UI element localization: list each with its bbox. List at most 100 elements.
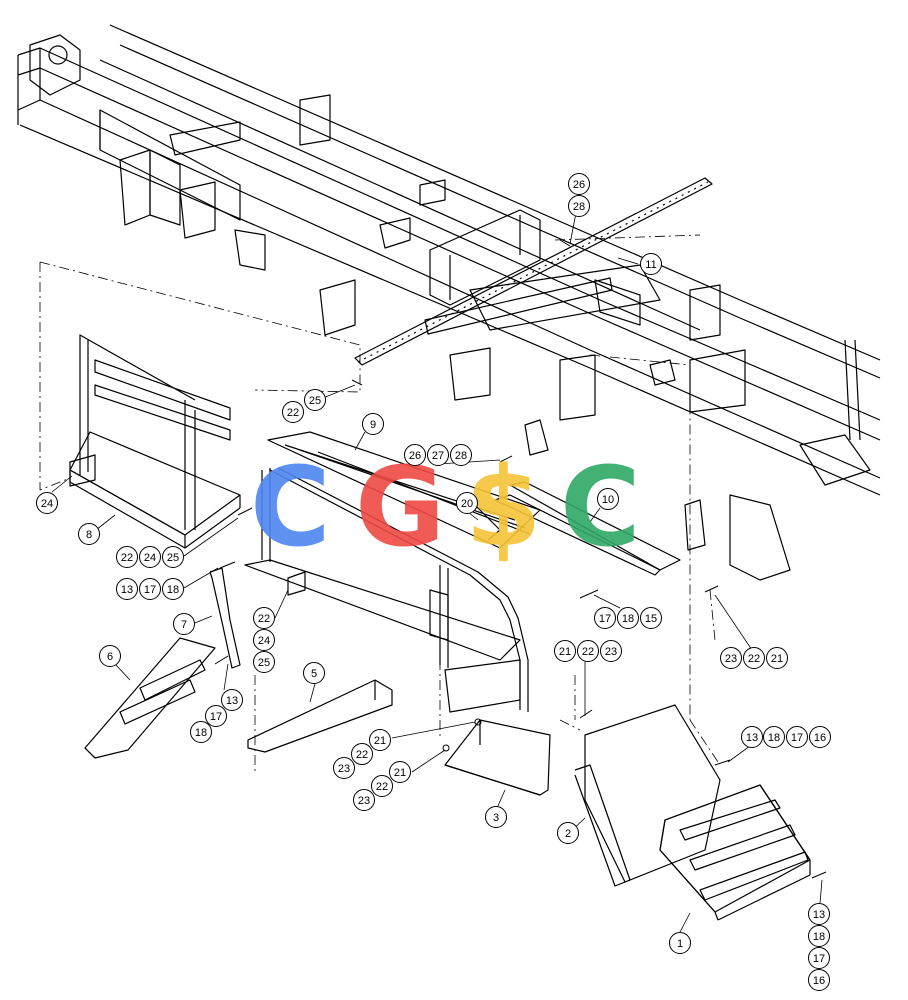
callout-label: 20 bbox=[461, 498, 473, 510]
callout-circle bbox=[139, 546, 161, 568]
callout-24: 24 bbox=[139, 546, 161, 568]
callout-circle bbox=[221, 689, 243, 711]
callout-21: 21 bbox=[766, 647, 788, 669]
callout-20: 20 bbox=[456, 492, 478, 514]
callout-label: 18 bbox=[813, 931, 825, 943]
callout-circle bbox=[808, 903, 830, 925]
callout-13: 13 bbox=[116, 578, 138, 600]
callout-16: 16 bbox=[809, 726, 831, 748]
callout-21: 21 bbox=[389, 761, 411, 783]
callout-27: 27 bbox=[427, 444, 449, 466]
callout-circle bbox=[808, 969, 830, 991]
callout-circle bbox=[450, 444, 472, 466]
callout-label: 11 bbox=[645, 259, 656, 271]
callout-circle bbox=[808, 947, 830, 969]
callout-label: 22 bbox=[582, 646, 594, 658]
callout-circle bbox=[594, 607, 616, 629]
hardware-bolts bbox=[214, 239, 827, 879]
callout-label: 17 bbox=[813, 953, 825, 965]
callout-18: 18 bbox=[190, 721, 212, 743]
callout-circle bbox=[640, 253, 662, 275]
callout-22: 22 bbox=[253, 607, 275, 629]
callout-circle bbox=[554, 640, 576, 662]
callout-circle bbox=[577, 640, 599, 662]
callout-25: 25 bbox=[162, 546, 184, 568]
callout-label: 3 bbox=[493, 812, 499, 824]
callout-6: 6 bbox=[99, 645, 121, 667]
callout-circle bbox=[139, 578, 161, 600]
callout-circle bbox=[351, 743, 373, 765]
callout-circle bbox=[282, 401, 304, 423]
callout-17: 17 bbox=[808, 947, 830, 969]
callout-circle bbox=[485, 806, 507, 828]
part-1-stair bbox=[659, 784, 811, 921]
callout-23: 23 bbox=[720, 647, 742, 669]
callout-label: 18 bbox=[622, 613, 634, 625]
callout-label: 25 bbox=[258, 657, 270, 669]
callout-23: 23 bbox=[600, 640, 622, 662]
callout-circle bbox=[427, 444, 449, 466]
callout-circle bbox=[808, 925, 830, 947]
callout-label: 6 bbox=[107, 651, 113, 663]
callout-circle bbox=[568, 173, 590, 195]
callout-17: 17 bbox=[594, 607, 616, 629]
callout-9: 9 bbox=[362, 413, 384, 435]
callout-circle bbox=[253, 607, 275, 629]
callout-label: 5 bbox=[311, 668, 317, 680]
callout-label: 22 bbox=[356, 749, 368, 761]
callout-label: 21 bbox=[559, 646, 571, 658]
callout-label: 13 bbox=[746, 732, 758, 744]
callout-circle bbox=[371, 775, 393, 797]
callout-circle bbox=[333, 757, 355, 779]
callout-label: 24 bbox=[41, 498, 53, 510]
callout-3: 3 bbox=[485, 806, 507, 828]
callout-13: 13 bbox=[808, 903, 830, 925]
callout-label: 21 bbox=[771, 653, 783, 665]
callout-label: 2 bbox=[565, 828, 571, 840]
part-3-plate bbox=[444, 719, 551, 796]
callout-18: 18 bbox=[162, 578, 184, 600]
callout-circle bbox=[741, 726, 763, 748]
part-10-plate bbox=[474, 481, 681, 576]
part-20-bracket bbox=[524, 419, 706, 551]
callout-label: 13 bbox=[813, 909, 825, 921]
callout-22: 22 bbox=[743, 647, 765, 669]
frame-rails bbox=[17, 24, 881, 496]
callout-label: 21 bbox=[374, 735, 386, 747]
watermark-letter: C bbox=[560, 443, 641, 571]
callout-circle bbox=[304, 389, 326, 411]
callout-label: 18 bbox=[167, 584, 179, 596]
callout-label: 21 bbox=[394, 767, 406, 779]
callout-label: 22 bbox=[121, 552, 133, 564]
callout-25: 25 bbox=[304, 389, 326, 411]
callout-circle bbox=[743, 647, 765, 669]
callout-circle bbox=[253, 651, 275, 673]
callout-label: 22 bbox=[376, 781, 388, 793]
watermark-letter: G bbox=[355, 443, 445, 571]
callout-circle bbox=[362, 413, 384, 435]
callout-circle bbox=[809, 726, 831, 748]
callout-label: 23 bbox=[338, 763, 350, 775]
callout-21: 21 bbox=[369, 729, 391, 751]
callout-circle bbox=[116, 578, 138, 600]
callout-16: 16 bbox=[808, 969, 830, 991]
callout-22: 22 bbox=[577, 640, 599, 662]
watermark-letter: $ bbox=[465, 443, 542, 571]
callout-label: 15 bbox=[645, 613, 657, 625]
callout-circle bbox=[600, 640, 622, 662]
callout-22: 22 bbox=[282, 401, 304, 423]
callout-label: 16 bbox=[814, 732, 826, 744]
callout-21: 21 bbox=[554, 640, 576, 662]
callout-circle bbox=[190, 721, 212, 743]
callout-25: 25 bbox=[253, 651, 275, 673]
callout-label: 26 bbox=[409, 450, 421, 462]
callout-circle bbox=[568, 195, 590, 217]
callout-24: 24 bbox=[36, 492, 58, 514]
part-2-panel bbox=[574, 704, 721, 887]
callout-circle bbox=[99, 645, 121, 667]
callout-18: 18 bbox=[808, 925, 830, 947]
callout-circle bbox=[116, 546, 138, 568]
callout-1: 1 bbox=[669, 932, 691, 954]
